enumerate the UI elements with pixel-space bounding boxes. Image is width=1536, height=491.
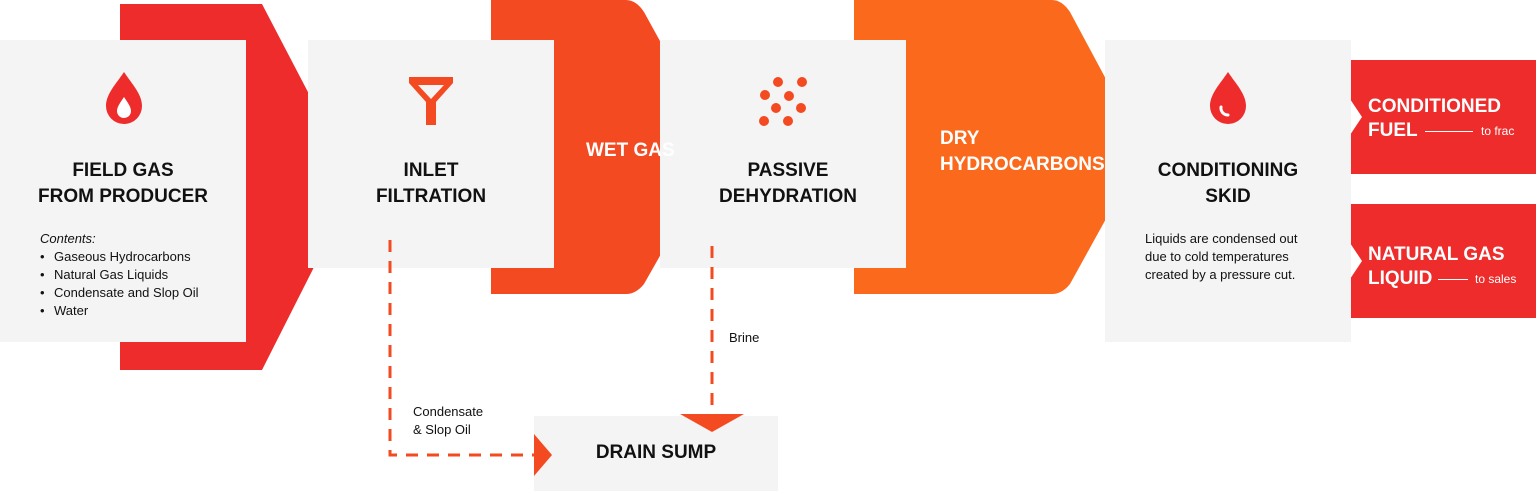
natural-gas-liquid-destination: to sales xyxy=(1475,272,1517,286)
description-line1: Liquids are condensed out xyxy=(1145,231,1298,246)
natural-gas-liquid-banner xyxy=(1324,204,1536,318)
droplet-icon xyxy=(1210,72,1246,124)
field-gas-contents: Contents: Gaseous Hydrocarbons Natural G… xyxy=(40,230,199,320)
conditioning-skid-title-line2: SKID xyxy=(1205,186,1251,207)
list-item: Water xyxy=(40,302,199,320)
contents-label: Contents: xyxy=(40,231,96,246)
dots-particles-icon xyxy=(759,77,807,126)
dry-hydrocarbons-line1: DRY xyxy=(940,128,980,149)
passive-dehydration-box xyxy=(660,40,906,268)
inlet-filtration-title-line2: FILTRATION xyxy=(375,186,487,207)
passive-dehydration-title-line2: DEHYDRATION xyxy=(719,186,857,207)
drain-sump-title: DRAIN SUMP xyxy=(595,442,717,463)
condensate-line2: & Slop Oil xyxy=(413,422,471,437)
brine-label: Brine xyxy=(729,330,760,345)
output-line2: LIQUID xyxy=(1368,268,1433,289)
condensate-arrowhead xyxy=(534,434,552,476)
passive-dehydration-title-line1: PASSIVE xyxy=(747,160,829,181)
natural-gas-liquid-rule xyxy=(1438,279,1468,280)
field-gas-title-line1: FIELD GAS xyxy=(72,160,174,181)
conditioned-fuel-label: CONDITIONED FUEL xyxy=(1368,95,1501,143)
conditioning-skid-title: CONDITIONING SKID xyxy=(1105,158,1351,210)
dry-hydrocarbons-arrow xyxy=(854,0,1144,294)
list-item: Natural Gas Liquids xyxy=(40,266,199,284)
output-line1: CONDITIONED xyxy=(1368,96,1501,117)
description-line3: created by a pressure cut. xyxy=(1145,267,1296,282)
conditioned-fuel-banner xyxy=(1324,60,1536,174)
inlet-filtration-title: INLET FILTRATION xyxy=(308,158,554,210)
passive-dehydration-title: PASSIVE DEHYDRATION xyxy=(660,158,916,210)
drain-sump-box xyxy=(534,416,778,491)
droplet-icon xyxy=(106,72,142,124)
condensate-line1: Condensate xyxy=(413,404,484,419)
contents-list: Gaseous Hydrocarbons Natural Gas Liquids… xyxy=(40,248,199,320)
field-gas-title-line2: FROM PRODUCER xyxy=(38,186,208,207)
dry-hydrocarbons-line2: HYDROCARBONS xyxy=(940,154,1105,175)
field-gas-title: FIELD GAS FROM PRODUCER xyxy=(0,158,246,210)
list-item: Gaseous Hydrocarbons xyxy=(40,248,199,266)
condensate-label: Condensate & Slop Oil xyxy=(413,403,483,439)
conditioning-skid-description: Liquids are condensed out due to cold te… xyxy=(1145,230,1298,284)
funnel-filter-icon xyxy=(409,77,453,125)
list-item: Condensate and Slop Oil xyxy=(40,284,199,302)
conditioning-skid-title-line1: CONDITIONING xyxy=(1157,160,1299,181)
natural-gas-liquid-label: NATURAL GAS LIQUID xyxy=(1368,243,1505,291)
output-line1: NATURAL GAS xyxy=(1368,244,1505,265)
conditioned-fuel-destination: to frac xyxy=(1481,124,1515,138)
conditioned-fuel-rule xyxy=(1425,131,1473,132)
inlet-filtration-title-line1: INLET xyxy=(403,160,459,181)
brine-arrowhead xyxy=(680,414,744,432)
wet-gas-label: WET GAS xyxy=(586,140,675,161)
description-line2: due to cold temperatures xyxy=(1145,249,1289,264)
output-line2: FUEL xyxy=(1368,120,1418,141)
dry-hydrocarbons-label: DRY HYDROCARBONS xyxy=(940,126,1105,178)
condensate-flow-line xyxy=(388,240,534,457)
